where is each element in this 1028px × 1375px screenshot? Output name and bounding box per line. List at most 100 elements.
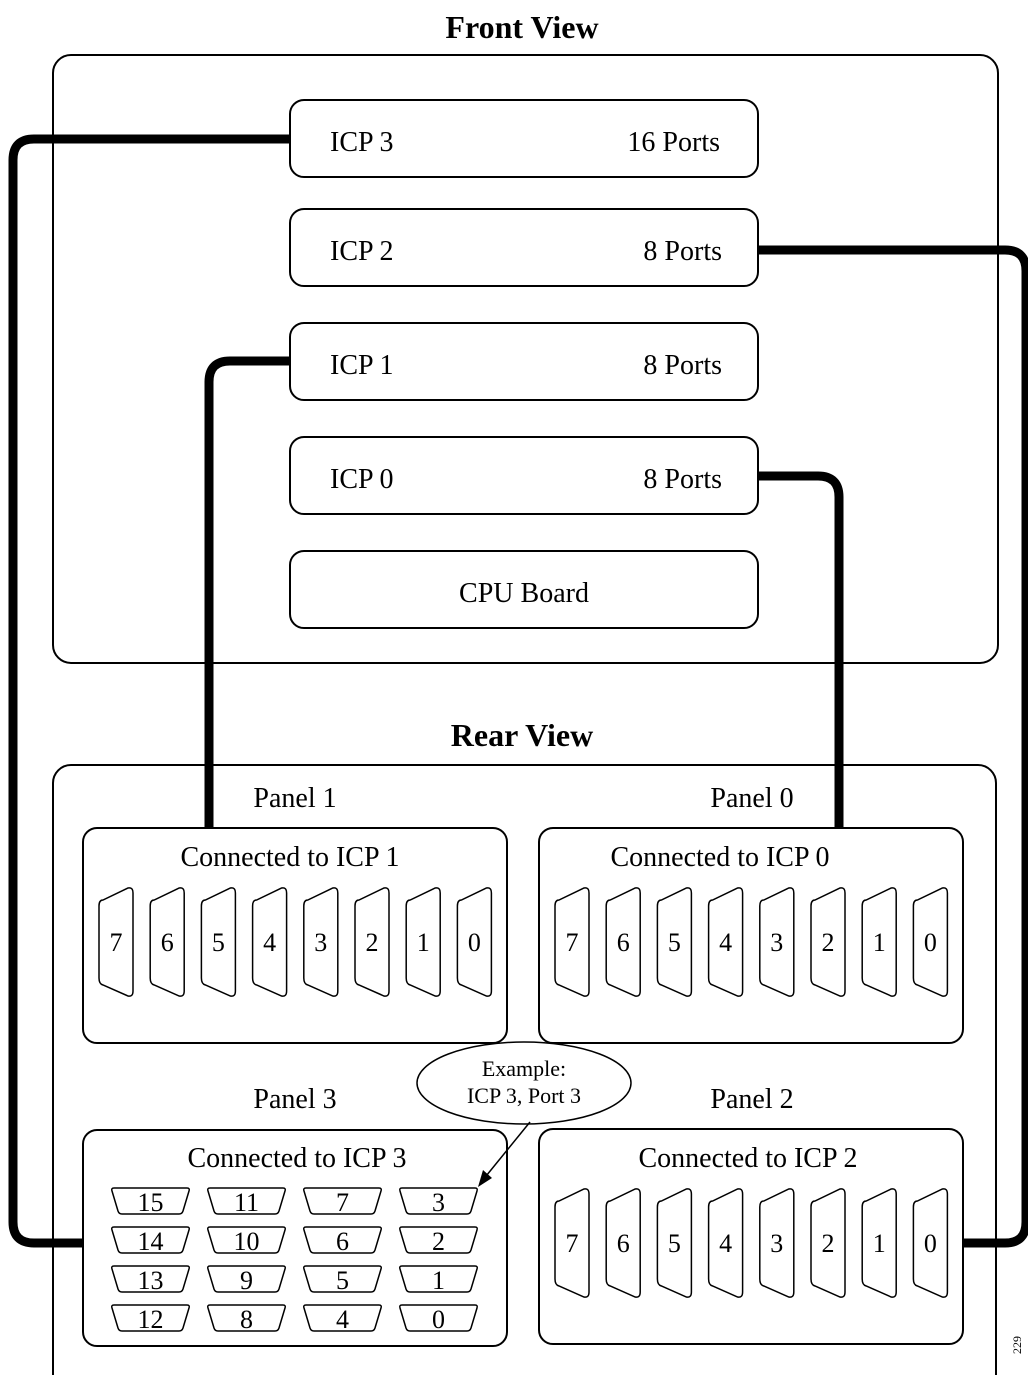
callout-bubble <box>416 1041 632 1125</box>
port-connector <box>303 887 339 997</box>
cable-icp2-to-panel2 <box>758 245 1028 1248</box>
port-number: 4 <box>719 928 732 957</box>
icp1-name: ICP 1 <box>330 350 394 381</box>
port-number: 8 <box>240 1305 253 1334</box>
port-connector <box>399 1265 478 1293</box>
port-number: 6 <box>617 1229 630 1258</box>
port-connector <box>861 1188 897 1298</box>
figure-number: 229 <box>1010 1336 1024 1354</box>
port-connector <box>759 1188 795 1298</box>
port-number: 7 <box>110 928 123 957</box>
port-connector <box>810 1188 846 1298</box>
port-number: 0 <box>924 1229 937 1258</box>
callout-line-1: Example: <box>482 1056 566 1081</box>
port-number: 5 <box>668 928 681 957</box>
icp3-card: ICP 3 16 Ports <box>289 99 759 178</box>
panel-1-label: Panel 1 <box>253 783 336 814</box>
port-number: 9 <box>240 1266 253 1295</box>
port-connector <box>605 1188 641 1298</box>
port-connector <box>149 887 185 997</box>
port-number: 1 <box>873 928 886 957</box>
cable-icp3-to-panel3 <box>8 134 290 1248</box>
front-view-title: Front View <box>445 9 598 45</box>
port-number: 6 <box>161 928 174 957</box>
port-connector <box>912 887 949 997</box>
port-number: 3 <box>432 1188 445 1217</box>
port-connector <box>354 887 390 997</box>
port-connector <box>759 887 795 997</box>
port-connector <box>98 887 134 997</box>
port-number: 6 <box>617 928 630 957</box>
port-number: 13 <box>138 1266 164 1295</box>
port-connector <box>303 1187 382 1215</box>
cables <box>8 134 1028 1248</box>
icp0-card: ICP 0 8 Ports <box>289 436 759 515</box>
port-connector <box>405 887 441 997</box>
port-connector <box>810 887 846 997</box>
port-number: 10 <box>234 1227 260 1256</box>
port-number: 5 <box>336 1266 349 1295</box>
port-number: 3 <box>770 928 783 957</box>
port-number: 0 <box>468 928 481 957</box>
port-connector <box>111 1226 190 1254</box>
cpu-board-outline <box>289 550 759 629</box>
icp1-ports: 8 Ports <box>643 350 722 381</box>
callout-line-2: ICP 3, Port 3 <box>467 1083 581 1108</box>
port-connector <box>656 1188 693 1298</box>
panel-0-outline <box>538 827 964 1044</box>
port-number: 15 <box>138 1188 164 1217</box>
panel-2-outline <box>538 1128 964 1345</box>
port-connector <box>207 1187 286 1215</box>
port-number: 7 <box>566 1229 579 1258</box>
callout-arrowhead <box>478 1170 492 1187</box>
icp2-name: ICP 2 <box>330 236 394 267</box>
port-connector <box>912 1188 949 1298</box>
port-number: 4 <box>263 928 276 957</box>
port-connector <box>303 1304 382 1332</box>
cable-icp1-to-panel1 <box>204 356 290 828</box>
port-connector <box>399 1187 478 1215</box>
port-number: 4 <box>336 1305 349 1334</box>
port-number: 14 <box>138 1227 164 1256</box>
example-callout: Example: ICP 3, Port 3 <box>416 1041 632 1187</box>
panel-3-label: Panel 3 <box>253 1084 336 1115</box>
callout-pointer <box>481 1121 531 1182</box>
icp2-ports: 8 Ports <box>643 236 722 267</box>
port-number: 1 <box>417 928 430 957</box>
panel-2-label: Panel 2 <box>710 1084 793 1115</box>
port-number: 6 <box>336 1227 349 1256</box>
port-connector <box>111 1304 190 1332</box>
port-connector <box>111 1187 190 1215</box>
port-connector <box>207 1304 286 1332</box>
rear-view: Rear View Panel 1 Connected to ICP 1 7 6 5… <box>52 717 997 1375</box>
rear-view-chassis <box>52 764 997 1375</box>
port-number: 1 <box>432 1266 445 1295</box>
port-connector <box>605 887 641 997</box>
port-number: 11 <box>234 1188 259 1217</box>
port-connector <box>207 1226 286 1254</box>
panel-3-outline <box>82 1129 508 1347</box>
port-connector <box>251 887 288 997</box>
port-number: 7 <box>336 1188 349 1217</box>
panel-3-connected-label: Connected to ICP 3 <box>187 1143 406 1174</box>
panel-1-outline <box>82 827 508 1044</box>
front-view: Front View ICP 3 16 Ports ICP 2 8 Ports … <box>52 9 999 664</box>
port-number: 1 <box>873 1229 886 1258</box>
port-number: 2 <box>366 928 379 957</box>
port-connector <box>656 887 693 997</box>
rear-view-title: Rear View <box>451 717 593 753</box>
panel-1-connected-label: Connected to ICP 1 <box>180 842 399 873</box>
port-connector <box>554 1188 590 1298</box>
port-number: 0 <box>432 1305 445 1334</box>
port-connector <box>861 887 897 997</box>
port-connector <box>303 1226 382 1254</box>
cpu-board-label: CPU Board <box>459 578 589 609</box>
port-connector <box>554 887 590 997</box>
